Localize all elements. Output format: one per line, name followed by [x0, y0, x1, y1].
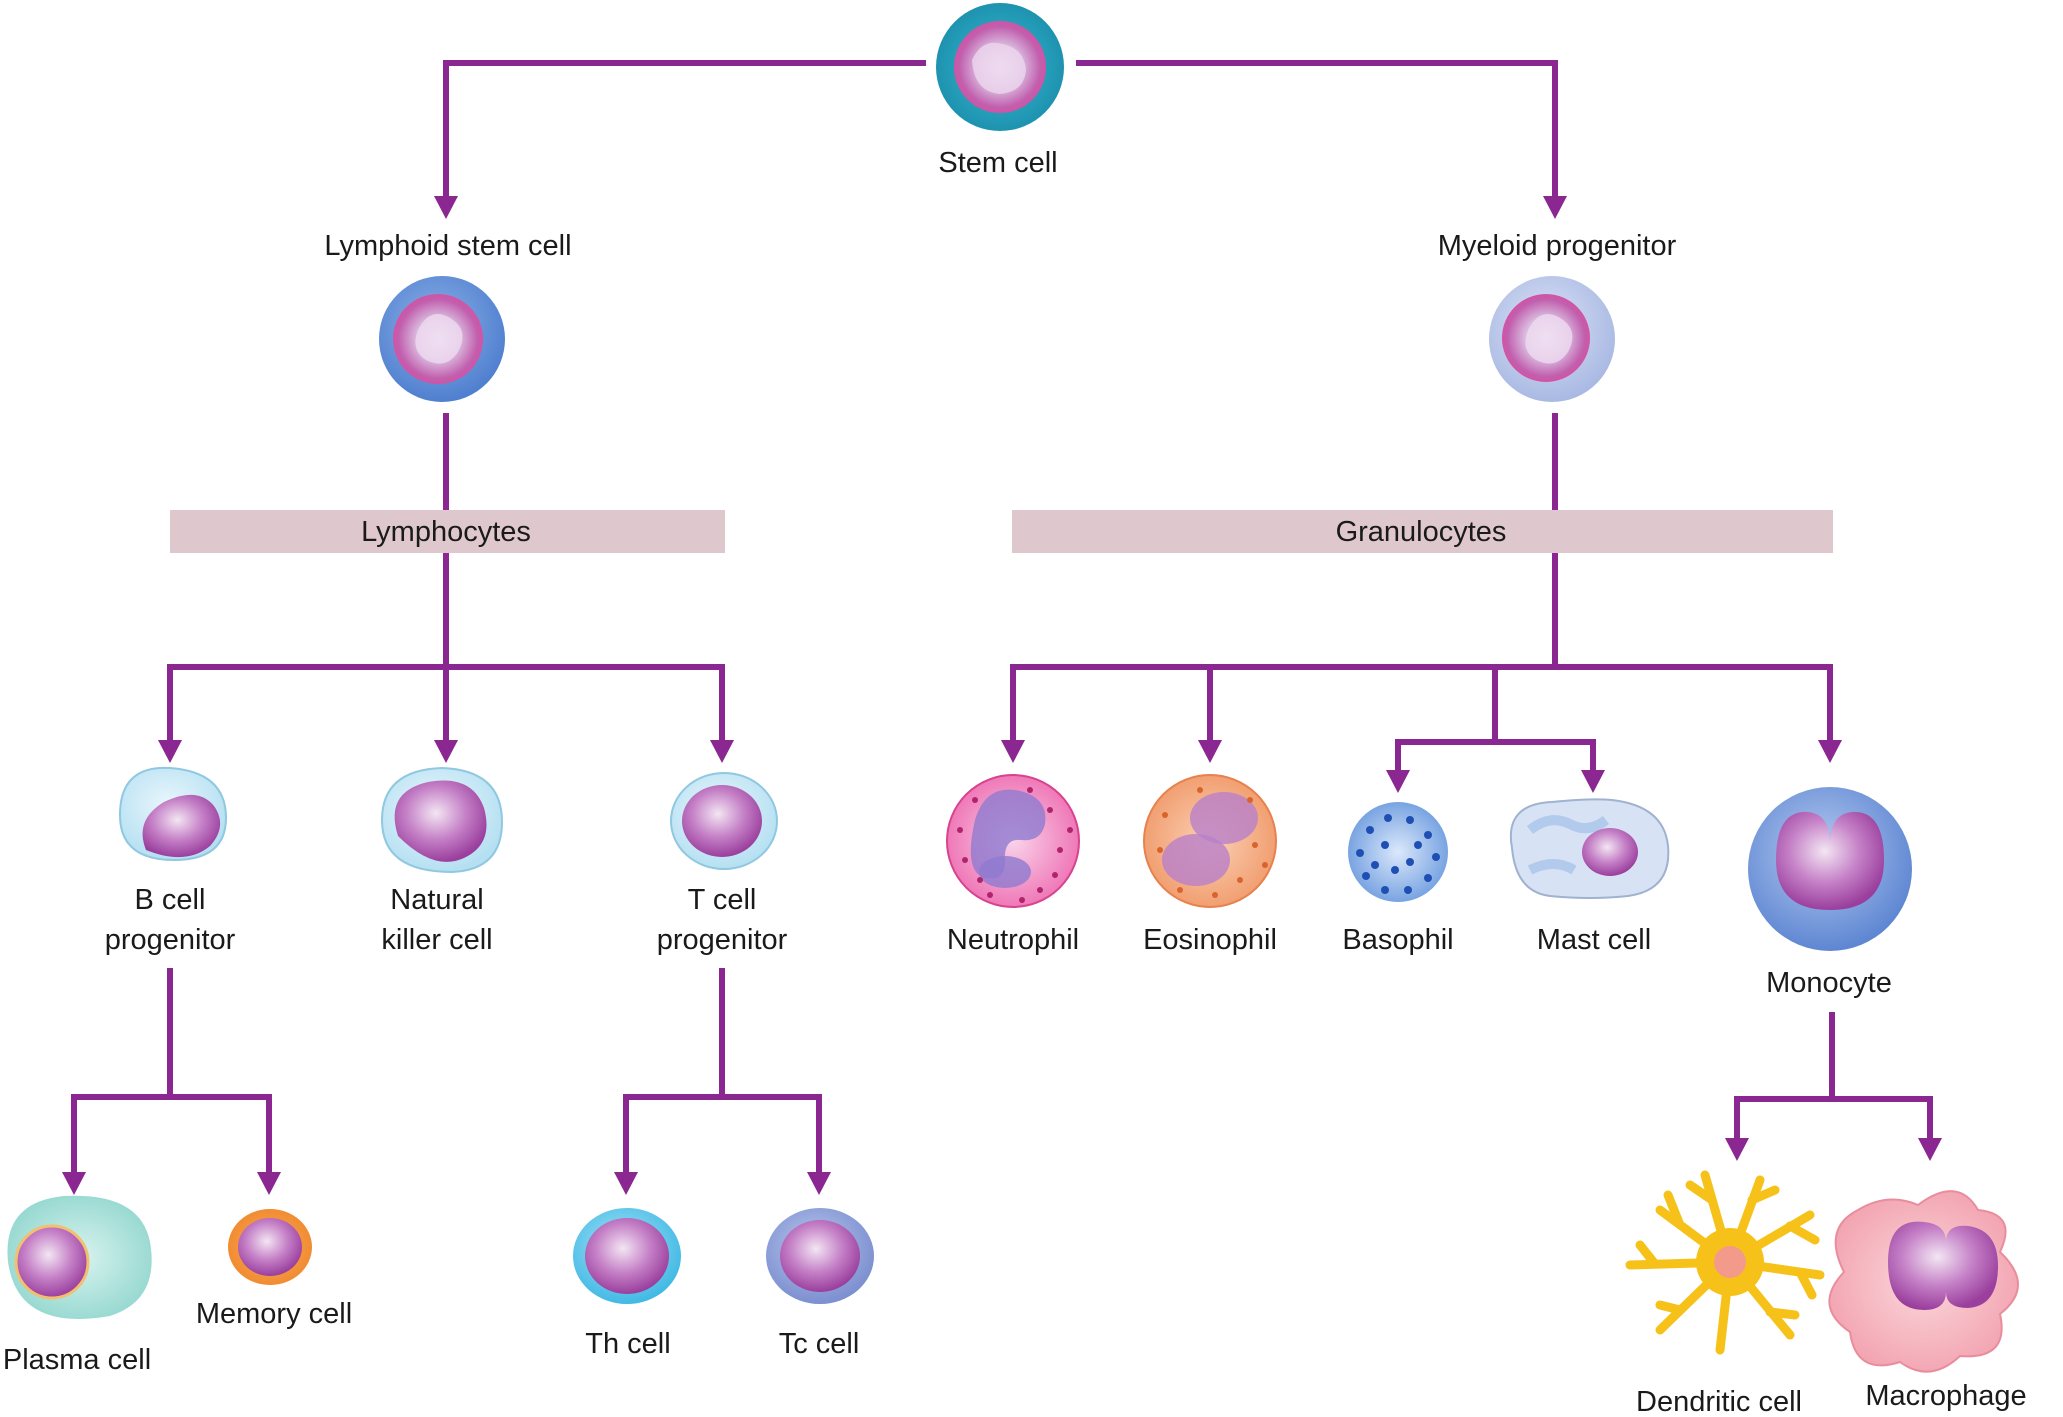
memory-cell-icon [228, 1209, 312, 1285]
connector-monocyte-split [1734, 1096, 1933, 1140]
connector-t-split [623, 1094, 822, 1175]
tc-cell-label: Tc cell [779, 1328, 860, 1360]
natural-killer-cell-icon [380, 766, 504, 874]
arrowhead [62, 1172, 86, 1195]
mast-cell-label: Mast cell [1537, 924, 1651, 956]
connector-b-split [71, 1094, 272, 1175]
arrowhead [434, 740, 458, 763]
t-cell-progenitor-label-line2: progenitor [657, 924, 788, 956]
monocyte-icon [1748, 787, 1912, 951]
t-cell-progenitor-label-line1: T cell [688, 884, 757, 916]
macrophage-label: Macrophage [1865, 1380, 2026, 1412]
lymphoid-stem-cell-label: Lymphoid stem cell [324, 230, 571, 262]
arrowhead [1581, 770, 1605, 793]
lymphocytes-band [170, 510, 725, 553]
neutrophil-icon [946, 774, 1080, 908]
t-cell-progenitor-icon [670, 772, 778, 870]
arrowhead [1198, 740, 1222, 763]
arrowhead [257, 1172, 281, 1195]
granulocytes-band-label: Granulocytes [1336, 516, 1507, 548]
granulocytes-band [1012, 510, 1833, 553]
connector-stem-to-lymphoid [443, 60, 926, 202]
arrowhead [158, 740, 182, 763]
mast-cell-icon [1509, 798, 1670, 899]
eosinophil-icon [1143, 774, 1277, 908]
stem-cell-icon [936, 3, 1064, 131]
arrowhead [710, 740, 734, 763]
memory-cell-label: Memory cell [196, 1298, 352, 1330]
macrophage-icon [1828, 1190, 2019, 1373]
b-cell-progenitor-label-line2: progenitor [105, 924, 236, 956]
neutrophil-label: Neutrophil [947, 924, 1079, 956]
connector-granulocyte-branch [1010, 664, 1833, 740]
arrowhead [1725, 1138, 1749, 1161]
myeloid-progenitor-label: Myeloid progenitor [1438, 230, 1677, 262]
lymphocytes-band-label: Lymphocytes [361, 516, 531, 548]
plasma-cell-label: Plasma cell [3, 1344, 151, 1376]
basophil-icon [1348, 802, 1448, 902]
arrowhead [1543, 196, 1567, 219]
lymphoid-stem-cell-icon [379, 276, 505, 402]
eosinophil-label: Eosinophil [1143, 924, 1277, 956]
dendritic-cell-label: Dendritic cell [1636, 1386, 1802, 1417]
b-cell-progenitor-label-line1: B cell [135, 884, 206, 916]
arrowhead [1818, 740, 1842, 763]
natural-killer-cell-label-line2: killer cell [381, 924, 492, 956]
myeloid-progenitor-icon [1489, 276, 1615, 402]
arrowhead [434, 196, 458, 219]
arrowhead [1386, 770, 1410, 793]
connectors [62, 60, 1942, 1195]
stem-cell-label: Stem cell [938, 147, 1057, 179]
arrowhead [614, 1172, 638, 1195]
tc-cell-icon [766, 1208, 874, 1304]
arrowhead [1918, 1138, 1942, 1161]
connector-baso-mast-split [1395, 739, 1596, 772]
th-cell-label: Th cell [585, 1328, 670, 1360]
arrowhead [807, 1172, 831, 1195]
th-cell-icon [573, 1208, 681, 1304]
natural-killer-cell-label-line1: Natural [390, 884, 484, 916]
basophil-label: Basophil [1342, 924, 1453, 956]
b-cell-progenitor-icon [118, 766, 228, 862]
monocyte-label: Monocyte [1766, 967, 1892, 999]
dendritic-cell-icon [1625, 1170, 1825, 1355]
arrowhead [1001, 740, 1025, 763]
connector-stem-to-myeloid [1076, 60, 1558, 202]
plasma-cell-icon [7, 1195, 152, 1319]
